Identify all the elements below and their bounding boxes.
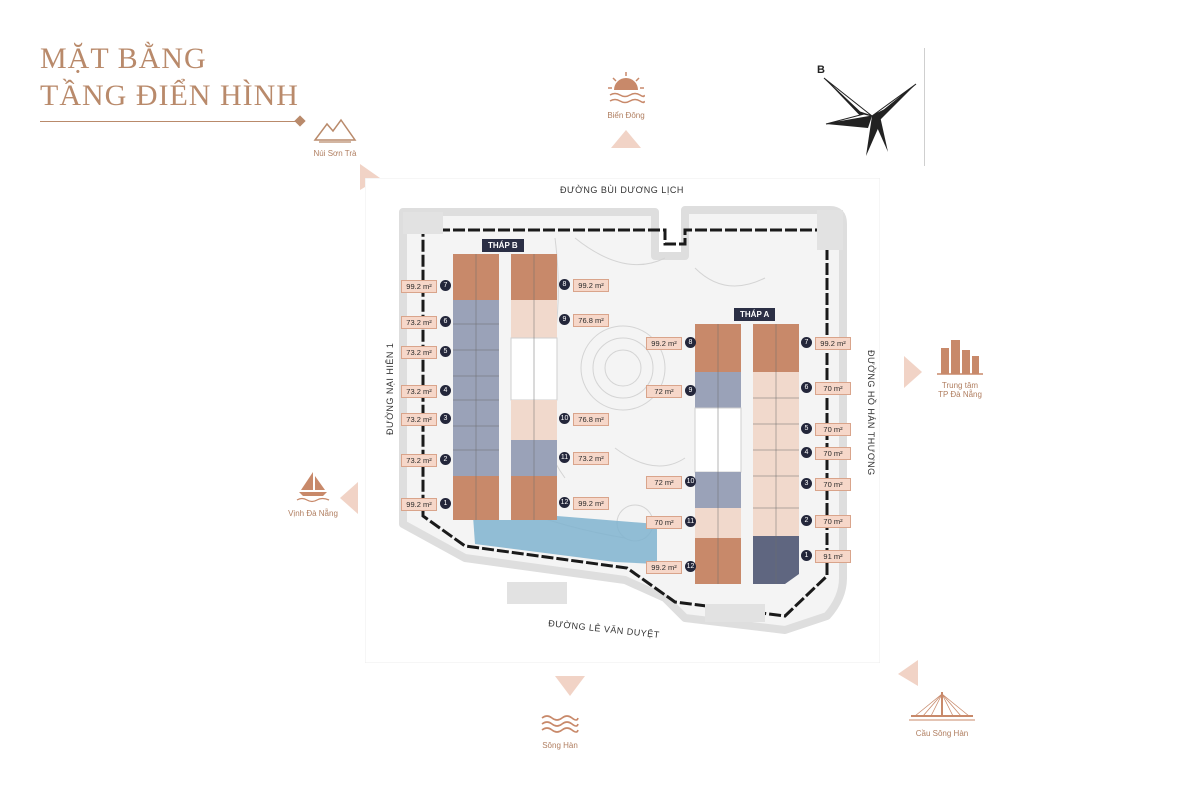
unit-number-badge: 10 (685, 476, 696, 487)
unit-area-label: 99.2 m² (401, 498, 437, 511)
unit-number-badge: 4 (440, 385, 451, 396)
unit-area-label: 99.2 m² (815, 337, 851, 350)
unit-area-label: 76.8 m² (573, 314, 609, 327)
landmark-cau-song-han: Cầu Sông Hàn (900, 690, 984, 738)
unit-area-label: 76.8 m² (573, 413, 609, 426)
unit-area-label: 99.2 m² (573, 497, 609, 510)
landmark-label: Biển Đông (607, 111, 645, 120)
unit-area-label: 70 m² (815, 382, 851, 395)
unit-number-badge: 12 (685, 561, 696, 572)
unit-area-label: 99.2 m² (646, 561, 682, 574)
unit-number-badge: 2 (801, 515, 812, 526)
landmark-vinh-da-nang: Vịnh Đà Nẵng (273, 470, 353, 518)
landmark-label-line-2: TP Đà Nẵng (938, 390, 982, 399)
title-underline (40, 121, 298, 122)
direction-arrow-icon (611, 130, 641, 148)
unit-number-badge: 8 (559, 279, 570, 290)
unit-area-label: 70 m² (815, 423, 851, 436)
unit-area-label: 73.2 m² (401, 385, 437, 398)
landmark-trung-tam: Trung tâm TP Đà Nẵng (920, 336, 1000, 399)
city-skyline-icon (937, 340, 983, 375)
unit-number-badge: 8 (685, 337, 696, 348)
bridge-icon (909, 692, 975, 721)
landmark-label: Cầu Sông Hàn (915, 729, 969, 738)
unit-area-label: 73.2 m² (401, 346, 437, 359)
landmark-label: Sông Hàn (542, 741, 578, 750)
unit-number-badge: 3 (440, 413, 451, 424)
waves-icon (541, 715, 579, 733)
direction-arrow-icon (904, 356, 922, 388)
unit-area-label: 70 m² (815, 515, 851, 528)
unit-area-label: 70 m² (815, 478, 851, 491)
landmark-bien-dong: Biển Đông (591, 70, 661, 120)
road-label-west: ĐƯỜNG NẠI HIÊN 1 (385, 342, 395, 435)
unit-area-label: 99.2 m² (646, 337, 682, 350)
landmark-song-han: Sông Hàn (520, 712, 600, 750)
landmark-label: Vịnh Đà Nẵng (288, 509, 338, 518)
unit-number-badge: 7 (801, 337, 812, 348)
unit-area-label: 72 m² (646, 476, 682, 489)
unit-number-badge: 11 (559, 452, 570, 463)
unit-number-badge: 5 (440, 346, 451, 357)
unit-number-badge: 1 (801, 550, 812, 561)
unit-area-label: 73.2 m² (573, 452, 609, 465)
sailboat-icon (296, 472, 330, 503)
unit-area-label: 72 m² (646, 385, 682, 398)
unit-area-label: 73.2 m² (401, 413, 437, 426)
mountain-icon (313, 118, 357, 143)
landmark-label: Núi Sơn Trà (313, 149, 357, 158)
unit-area-label: 91 m² (815, 550, 851, 563)
unit-area-label: 73.2 m² (401, 316, 437, 329)
unit-area-label: 70 m² (815, 447, 851, 460)
sunrise-icon (608, 72, 645, 104)
unit-number-badge: 2 (440, 454, 451, 465)
tower-a-building (694, 324, 799, 584)
unit-area-label: 99.2 m² (401, 280, 437, 293)
unit-area-label: 73.2 m² (401, 454, 437, 467)
tower-b-tag: THÁP B (482, 239, 524, 252)
unit-area-label: 70 m² (646, 516, 682, 529)
unit-number-badge: 4 (801, 447, 812, 458)
unit-area-label: 99.2 m² (573, 279, 609, 292)
direction-arrow-icon (555, 676, 585, 696)
road-label-north: ĐƯỜNG BÙI DƯƠNG LỊCH (560, 185, 684, 195)
compass-north-label: B (817, 64, 825, 76)
unit-number-badge: 6 (440, 316, 451, 327)
divider-line (924, 48, 925, 166)
unit-number-badge: 9 (685, 385, 696, 396)
unit-number-badge: 7 (440, 280, 451, 291)
compass-rose-icon (823, 77, 917, 156)
site-plan (365, 178, 880, 663)
unit-number-badge: 3 (801, 478, 812, 489)
unit-number-badge: 11 (685, 516, 696, 527)
direction-arrow-icon (898, 660, 918, 686)
tower-a-tag: THÁP A (734, 308, 776, 321)
unit-number-badge: 9 (559, 314, 570, 325)
unit-number-badge: 12 (559, 497, 570, 508)
page-title: MẶT BẰNG TẦNG ĐIỂN HÌNH (40, 40, 299, 114)
road-label-east: ĐƯỜNG HỒ HÁN THƯƠNG (866, 350, 876, 476)
landmark-nui-son-tra: Núi Sơn Trà (300, 114, 370, 158)
title-line-2: TẦNG ĐIỂN HÌNH (40, 79, 299, 112)
unit-number-badge: 1 (440, 498, 451, 509)
title-line-1: MẶT BẰNG (40, 42, 207, 75)
unit-number-badge: 5 (801, 423, 812, 434)
unit-number-badge: 6 (801, 382, 812, 393)
unit-number-badge: 10 (559, 413, 570, 424)
tower-b-building (453, 254, 558, 520)
landmark-label: Trung tâm (941, 381, 979, 390)
direction-arrow-icon (340, 482, 358, 514)
